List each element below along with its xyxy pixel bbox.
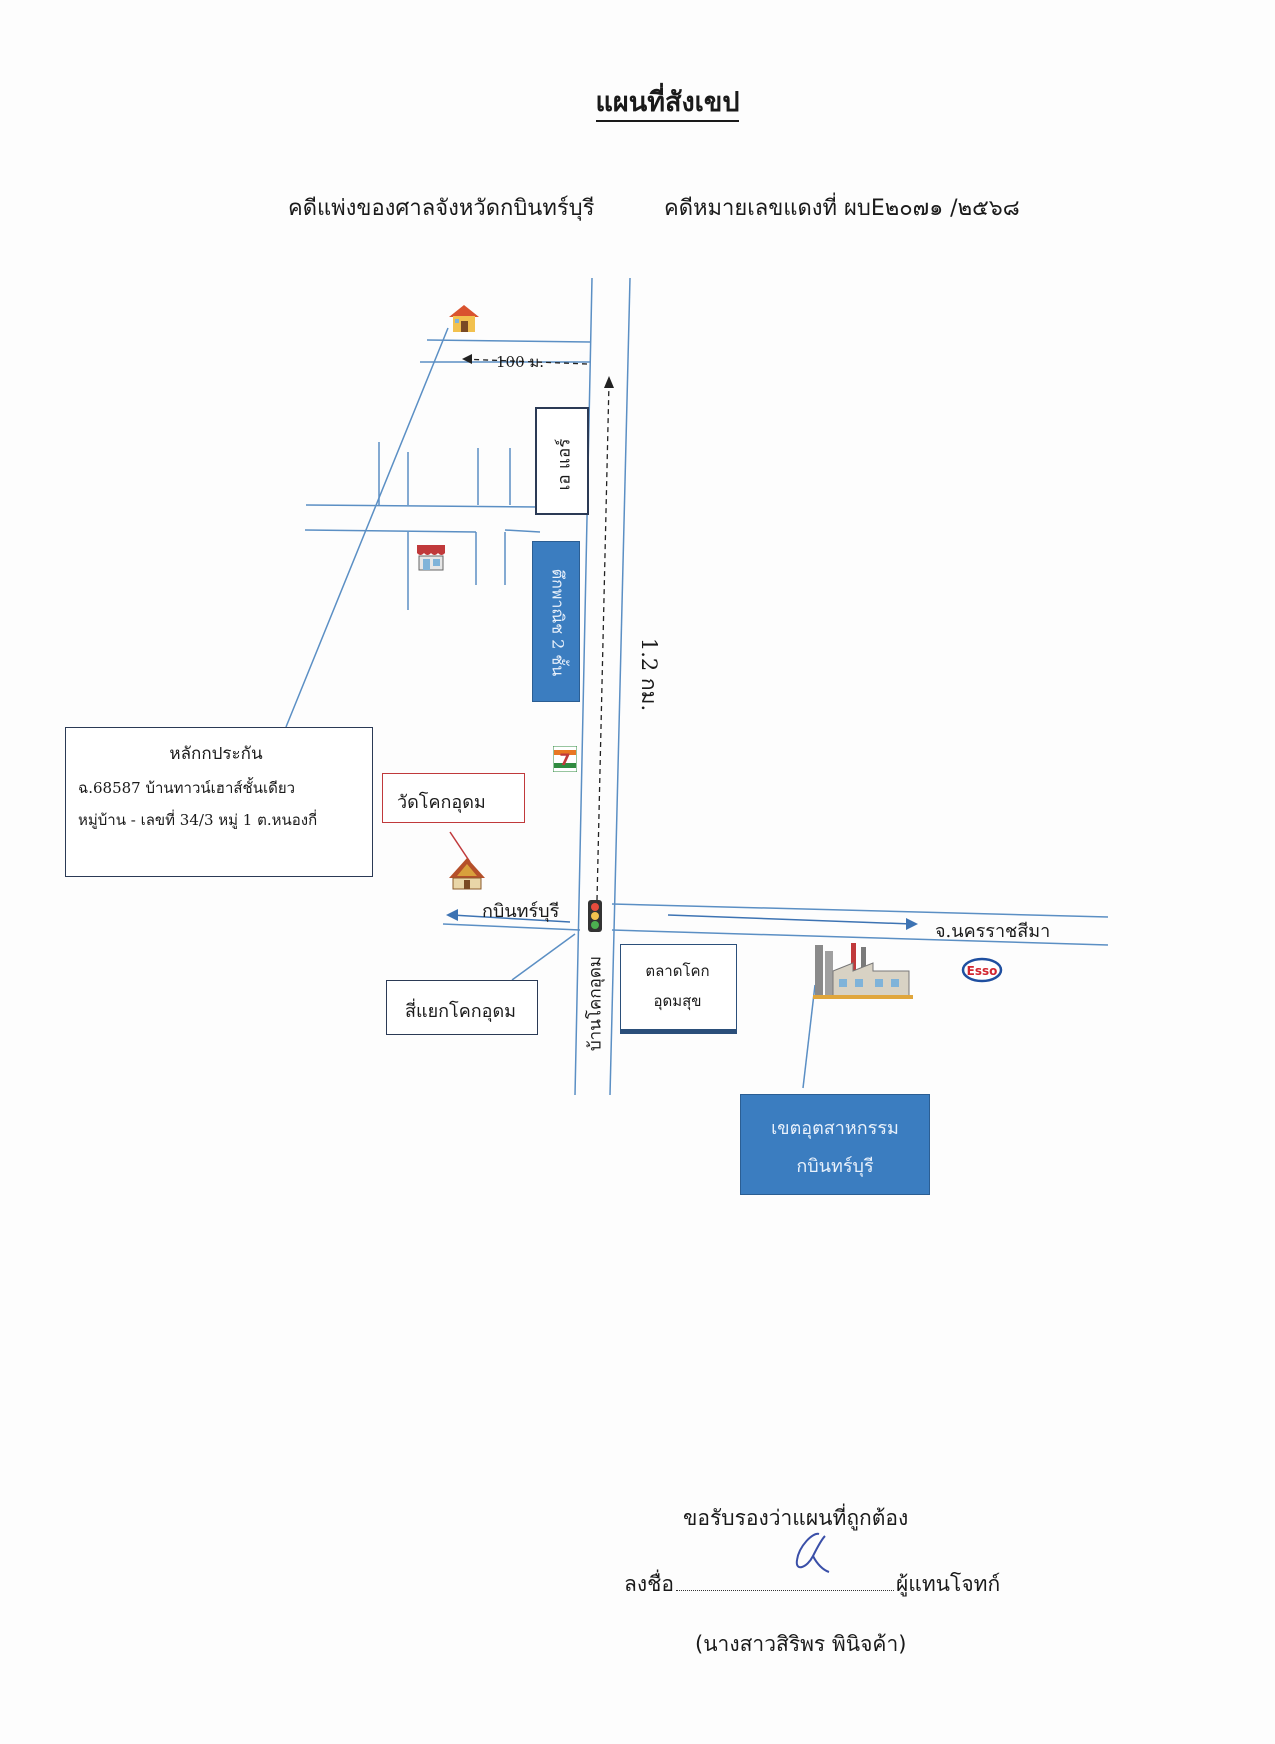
collateral-box: หลักกประกัน ฉ.68587 บ้านทาวน์เฮาส์ชั้นเด… xyxy=(65,727,373,877)
seven-eleven-text: 7 xyxy=(559,750,570,769)
factory-icon xyxy=(813,943,913,999)
industrial-line1: เขตอุตสาหกรรม xyxy=(771,1118,899,1139)
market-box: ตลาดโคก อุดมสุข xyxy=(620,944,737,1034)
industrial-line2: กบินทร์บุรี xyxy=(796,1156,874,1177)
house-icon xyxy=(449,305,479,332)
soi-road xyxy=(426,339,591,343)
handwritten-signature xyxy=(795,1532,830,1573)
collateral-pointer xyxy=(285,327,449,728)
ew-road-east-bottom xyxy=(611,929,1109,946)
temple-icon xyxy=(449,858,485,890)
shophouse-label: ตึกพาณิช 2 ชั้น xyxy=(548,568,568,677)
ew-road-east-top xyxy=(611,903,1109,918)
intersection-box: สี่แยกโคกอุดม xyxy=(386,980,538,1035)
certify-text: ขอรับรองว่าแผนที่ถูกต้อง xyxy=(683,1506,909,1530)
village-label: บ้านโคกอุดม xyxy=(585,955,606,1052)
air-shop-box: เอ แอร์ xyxy=(535,407,589,515)
signature-line xyxy=(676,1590,894,1591)
temple-box: วัดโคกอุดม xyxy=(382,773,525,823)
map-title: แผนที่สังเขป xyxy=(0,80,1275,123)
temple-label: วัดโคกอุดม xyxy=(397,792,486,813)
collateral-line1: ฉ.68587 บ้านทาวน์เฮาส์ชั้นเดียว xyxy=(78,779,296,797)
industrial-pointer xyxy=(802,984,816,1089)
sign-label: ลงชื่อ xyxy=(624,1572,674,1596)
collateral-line2: หมู่บ้าน - เลขที่ 34/3 หมู่ 1 ต.หนองกี่ xyxy=(78,811,318,829)
to-kabinburi: กบินทร์บุรี xyxy=(482,901,560,922)
esso-logo: Esso xyxy=(961,957,1003,983)
case-number: คดีหมายเลขแดงที่ ผบE๒๐๗๑ /๒๕๖๘ xyxy=(664,196,1020,221)
seven-eleven-icon: 7 xyxy=(553,746,577,772)
ew-road-west xyxy=(442,923,581,931)
shophouse-box: ตึกพาณิช 2 ชั้น xyxy=(532,541,580,702)
industrial-zone-box: เขตอุตสาหกรรม กบินทร์บุรี xyxy=(740,1094,930,1195)
collateral-heading: หลักกประกัน xyxy=(169,744,263,764)
distance-1-2km: 1.2 กม. xyxy=(637,637,662,712)
air-shop-label: เอ แอร์ xyxy=(554,438,575,491)
role-label: ผู้แทนโจทก์ xyxy=(896,1572,1001,1596)
traffic-light-icon xyxy=(588,900,602,932)
shop-icon xyxy=(417,545,445,571)
intersection-label: สี่แยกโคกอุดม xyxy=(405,1001,517,1022)
highway-left-edge xyxy=(574,277,593,1096)
intersection-pointer xyxy=(511,933,576,981)
market-line2: อุดมสุข xyxy=(653,992,702,1010)
to-nakhon-ratchasima: จ.นครราชสีมา xyxy=(935,921,1051,942)
highway-right-edge xyxy=(609,277,631,1096)
esso-text: Esso xyxy=(967,964,998,978)
market-line1: ตลาดโคก xyxy=(645,962,710,980)
signer-name: (นางสาวสิริพร พินิจค้า) xyxy=(695,1632,907,1656)
court-name: คดีแพ่งของศาลจังหวัดกบินทร์บุรี xyxy=(288,196,595,221)
distance-100m: 100 ม. xyxy=(496,353,545,371)
